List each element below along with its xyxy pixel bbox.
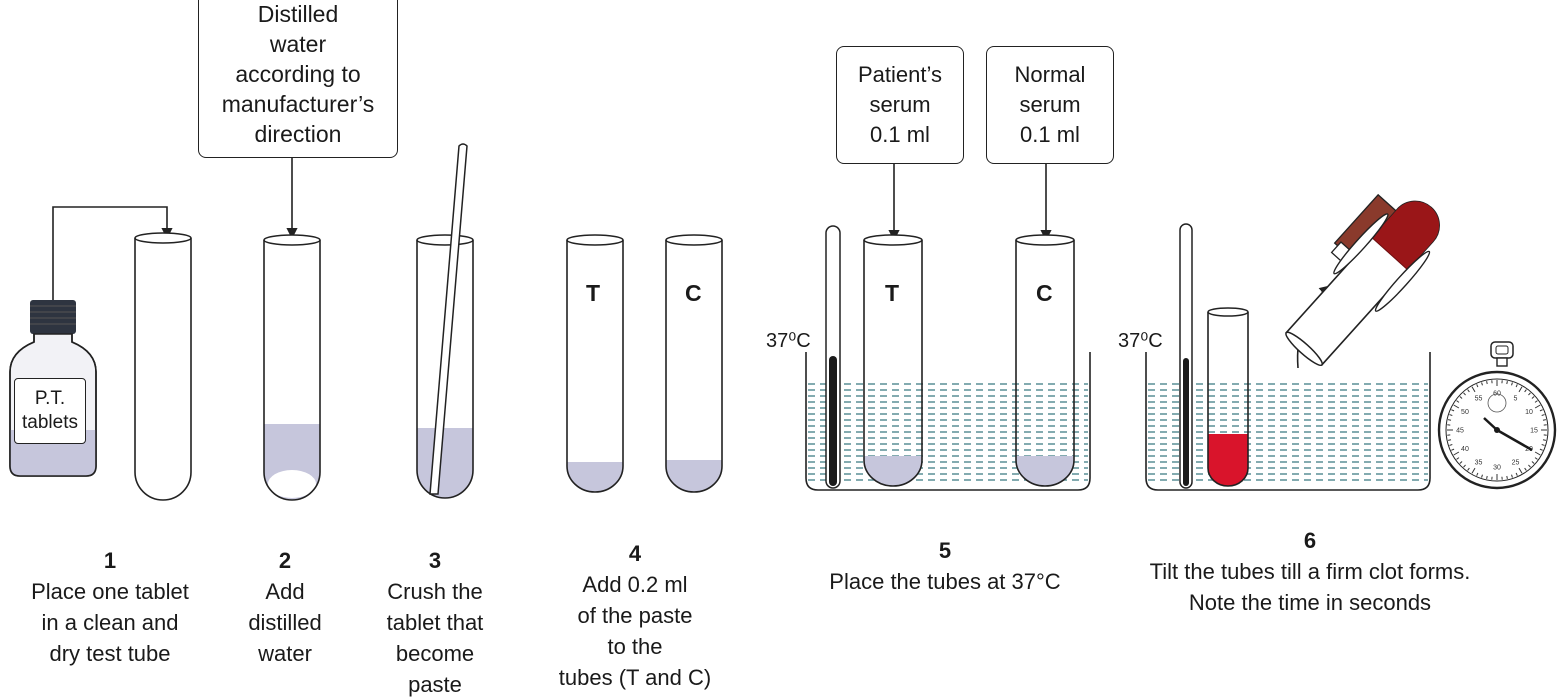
stopwatch-number: 15 [1530,428,1538,435]
step-4-number: 4 [535,538,735,569]
stopwatch-tick [1448,440,1451,441]
bottle-label: P.T. tablets [14,378,86,444]
test-tube-step2 [264,235,320,500]
step-3-number: 3 [365,545,505,576]
stopwatch-tick [1487,476,1488,479]
tube-t-step4 [567,235,623,492]
stopwatch-number: 50 [1461,409,1469,416]
tube-c-step4 [666,235,722,492]
stopwatch-number: 60 [1493,391,1501,398]
stopwatch-tick [1543,420,1546,421]
step-1-number: 1 [10,545,210,576]
stopwatch-number: 30 [1493,465,1501,472]
tube-label-t-step4: T [586,280,600,307]
tube-c-step5 [1016,235,1074,486]
stopwatch-number: 25 [1512,460,1520,467]
tablet-transfer-arrow [53,207,167,300]
step-3-caption: 3 Crush the tablet that become paste [365,545,505,700]
stopwatch-tick [1507,476,1508,479]
patient-serum-callout: Patient’s serum 0.1 ml [836,46,964,164]
step-4-text: Add 0.2 ml of the paste to the tubes (T … [535,569,735,693]
step-3-text: Crush the tablet that become paste [365,576,505,700]
step-5-number: 5 [795,535,1095,566]
stopwatch-number: 5 [1514,395,1518,402]
normal-serum-callout: Normal serum 0.1 ml [986,46,1114,164]
stopwatch: 60510152025303540455055 [1439,342,1555,488]
temperature-label-step6: 37⁰C [1118,328,1163,353]
step-5-text: Place the tubes at 37°C [795,566,1095,597]
stopwatch-number: 10 [1525,409,1533,416]
thermometer-step5 [826,226,840,488]
stopwatch-number: 35 [1475,460,1483,467]
step-6-caption: 6 Tilt the tubes till a firm clot forms.… [1110,525,1510,618]
step-2-number: 2 [225,545,345,576]
step-6-number: 6 [1110,525,1510,556]
temperature-label-step5: 37⁰C [766,328,811,353]
tube-t-step5 [864,235,922,486]
stopwatch-tick [1448,420,1451,421]
stopwatch-number: 40 [1461,446,1469,453]
step-2-caption: 2 Add distilled water [225,545,345,669]
pt-test-procedure-diagram: 60510152025303540455055 Distilled water … [0,0,1568,682]
tube-label-t-step5: T [885,280,899,307]
step-6-text: Tilt the tubes till a firm clot forms. N… [1110,556,1510,618]
tube-with-blood-step6 [1208,308,1248,486]
step-1-text: Place one tablet in a clean and dry test… [10,576,210,669]
tilted-tube-with-clot [1265,175,1456,374]
step-5-caption: 5 Place the tubes at 37°C [795,535,1095,597]
stopwatch-tick [1487,381,1488,384]
distilled-water-callout: Distilled water according to manufacture… [198,0,398,158]
thermometer-step6 [1180,224,1192,488]
test-tube-step1 [135,233,191,500]
step-4-caption: 4 Add 0.2 ml of the paste to the tubes (… [535,538,735,693]
stopwatch-tick [1507,381,1508,384]
step-1-caption: 1 Place one tablet in a clean and dry te… [10,545,210,669]
tube-label-c-step4: C [685,280,702,307]
tube-label-c-step5: C [1036,280,1053,307]
stopwatch-tick [1543,440,1546,441]
stopwatch-number: 45 [1456,428,1464,435]
stopwatch-number: 55 [1475,395,1483,402]
step-2-text: Add distilled water [225,576,345,669]
